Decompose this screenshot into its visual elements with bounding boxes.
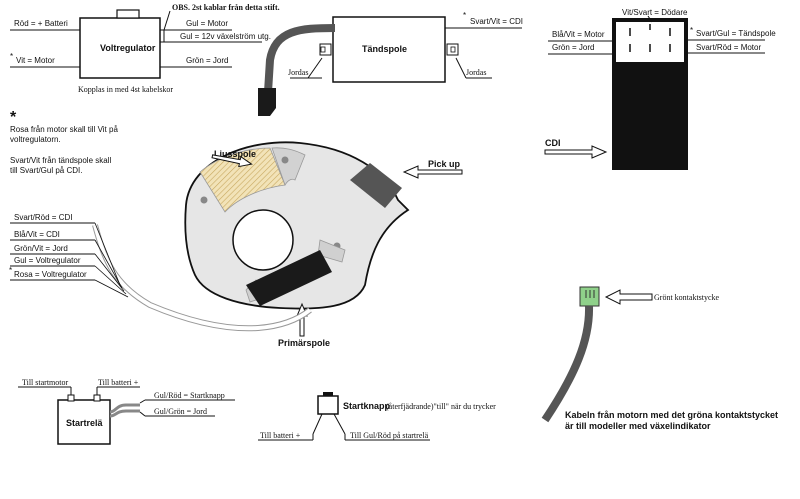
tandspole-asterisk: * (463, 11, 466, 20)
voltregulator-footer: Kopplas in med 4st kabelskor (78, 85, 173, 94)
kontakt: Grönt kontaktstycke Kabeln från motorn m… (541, 286, 778, 431)
voltregulator-label-rod: Röd = + Batteri (14, 19, 68, 28)
startknapp-till-gul-rod: Till Gul/Röd på startrelä (350, 431, 429, 440)
pickup-arrow (402, 165, 463, 179)
startrela-till-batteri: Till batteri + (98, 378, 139, 387)
notes-line2: voltregulatorn. (10, 135, 61, 144)
stator-wire-label: Rosa = Voltregulator (14, 270, 87, 279)
connector-caption-2: är till modeller med växelindikator (565, 421, 711, 431)
cdi-label-svart-gul: Svart/Gul = Tändspole (696, 29, 776, 38)
connector-caption-1: Kabeln från motorn med det gröna kontakt… (565, 410, 778, 420)
cdi: Vit/Svart = Dödare Blå/Vit = Motor Grön … (544, 8, 776, 170)
notes-line3: Svart/Vit från tändspole skall (10, 156, 111, 165)
stator: Ljusspole Pick up Primärspole Svart/Röd … (9, 141, 463, 348)
stator-screw (200, 196, 208, 204)
stator-wire-asterisk: * (9, 266, 12, 275)
startknapp-box (317, 395, 339, 415)
stator-center-hole (232, 209, 294, 271)
startrela-title: Startrelä (66, 418, 104, 428)
connector-label: Grönt kontaktstycke (654, 293, 720, 302)
pickup-label: Pick up (428, 159, 461, 169)
startknapp-till-batteri: Till batteri + (260, 431, 301, 440)
cdi-asterisk: * (690, 26, 693, 35)
voltregulator-label-vit: Vit = Motor (16, 56, 55, 65)
ljusspole-arrow (211, 154, 253, 168)
primarspole-coil (246, 250, 332, 306)
voltregulator-label-gron: Grön = Jord (186, 56, 228, 65)
tandspole-title: Tändspole (362, 44, 407, 54)
cdi-title: CDI (545, 138, 561, 148)
startrela-box (57, 399, 111, 445)
startrela-gul-rod: Gul/Röd = Startknapp (154, 391, 225, 400)
stator-wire-label: Gul = Voltregulator (14, 256, 81, 265)
voltregulator-tab (116, 9, 140, 19)
voltregulator-obs-note: OBS. 2st kablar från detta stift. (172, 3, 280, 12)
notes-asterisk: * (10, 109, 17, 126)
voltregulator-box (79, 17, 161, 79)
cdi-label-svart-rod: Svart/Röd = Motor (696, 43, 761, 52)
tandspole-box (332, 16, 446, 83)
notes-line1: Rosa från motor skall till Vit på (10, 125, 118, 134)
ljusspole-label: Ljusspole (214, 149, 256, 159)
startrela-till-startmotor: Till startmotor (22, 378, 68, 387)
startknapp: Startknapp (återfjädrande)"till" när du … (258, 392, 496, 441)
voltregulator-asterisk: * (10, 52, 13, 61)
startknapp-desc: (återfjädrande)"till" när du trycker (386, 402, 496, 411)
voltregulator-label-gul-vaxel: Gul = 12v växelström utg. (180, 32, 271, 41)
tandspole: Tändspole Jordas Jordas * Svart/Vit = CD… (258, 11, 523, 116)
tandspole-jordas-left: Jordas (288, 68, 308, 77)
startrela: Startrelä Till startmotor Till batteri +… (18, 378, 235, 445)
stator-wire-label: Blå/Vit = CDI (14, 230, 60, 239)
notes-line4: till Svart/Gul på CDI. (10, 166, 82, 175)
connector-arrow (604, 289, 653, 305)
startknapp-title: Startknapp (343, 401, 391, 411)
stator-wire-label: Grön/Vit = Jord (14, 244, 68, 253)
cdi-label-gron: Grön = Jord (552, 43, 594, 52)
stator-screw (281, 156, 289, 164)
connector-cable (541, 305, 594, 423)
spark-plug-cap (258, 88, 276, 116)
cdi-arrow (544, 145, 608, 159)
tandspole-hv-cable (264, 24, 336, 93)
tandspole-ground-left (319, 43, 332, 56)
startrela-gul-gron: Gul/Grön = Jord (154, 407, 207, 416)
notes: * Rosa från motor skall till Vit på volt… (10, 109, 118, 175)
tandspole-label-svart-vit: Svart/Vit = CDI (470, 17, 523, 26)
cdi-label-vit-svart: Vit/Svart = Dödare (622, 8, 688, 17)
startknapp-button (323, 392, 333, 396)
tandspole-jordas-right: Jordas (466, 68, 486, 77)
cdi-label-bla-vit: Blå/Vit = Motor (552, 30, 605, 39)
voltregulator: Voltregulator Röd = + Batteri * Vit = Mo… (10, 3, 280, 94)
voltregulator-label-gul-motor: Gul = Motor (186, 19, 228, 28)
primarspole-label: Primärspole (278, 338, 330, 348)
pickup-coil (350, 163, 402, 208)
stator-wire-label: Svart/Röd = CDI (14, 213, 72, 222)
voltregulator-title: Voltregulator (100, 43, 156, 53)
